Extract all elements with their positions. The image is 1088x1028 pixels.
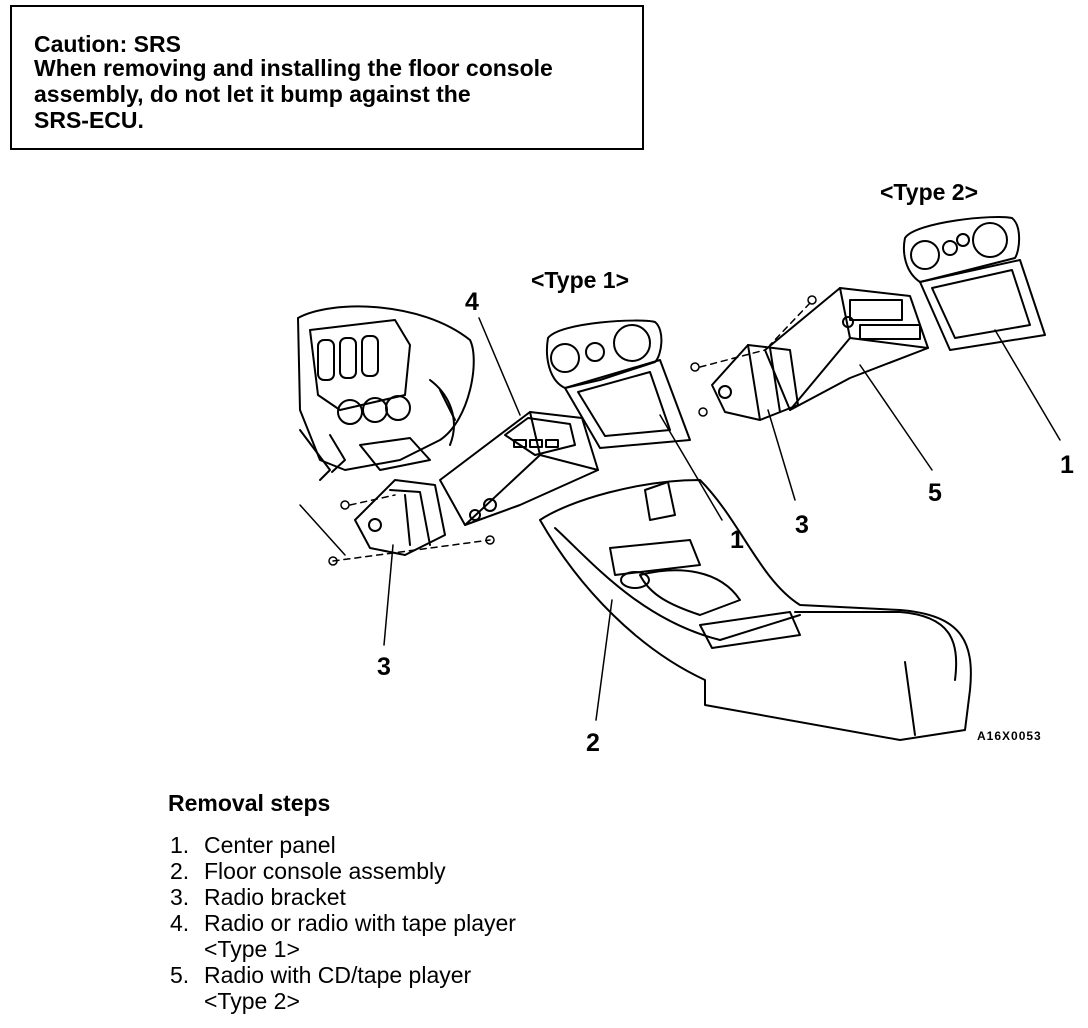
step-text: Floor console assembly <box>204 858 446 884</box>
leader-lines <box>299 317 1061 721</box>
radio-bracket-type1 <box>354 479 446 556</box>
removal-steps-title: Removal steps <box>168 790 331 816</box>
step-text: Radio with CD/tape player <Type 2> <box>204 962 472 1014</box>
list-item: 3. Radio bracket <box>170 884 516 910</box>
dashboard-illustration <box>297 305 475 481</box>
callout-3-type1: 3 <box>377 653 391 681</box>
list-item: 4. Radio or radio with tape player <Type … <box>170 910 516 962</box>
step-number: 1. <box>170 832 190 858</box>
list-item: 2. Floor console assembly <box>170 858 516 884</box>
figure-code: A16X0053 <box>977 729 1042 743</box>
floor-console <box>539 479 972 741</box>
radio-type2 <box>764 287 929 411</box>
caution-title: Caution: SRS <box>34 31 181 57</box>
callout-3-type2: 3 <box>795 511 809 539</box>
type1-label: <Type 1> <box>531 267 630 293</box>
exploded-diagram <box>297 215 1061 741</box>
caution-text: When removing and installing the floor c… <box>34 55 553 133</box>
radio-bracket-type2 <box>711 344 799 421</box>
step-text: Center panel <box>204 832 336 858</box>
list-item: 1. Center panel <box>170 832 516 858</box>
step-number: 4. <box>170 910 190 936</box>
step-number: 2. <box>170 858 190 884</box>
step-text: Radio or radio with tape player <Type 1> <box>204 910 516 962</box>
step-number: 3. <box>170 884 190 910</box>
center-panel-type2 <box>902 215 1046 351</box>
center-panel-type1 <box>546 319 691 449</box>
list-item: 5. Radio with CD/tape player <Type 2> <box>170 962 516 1014</box>
removal-steps-list: 1.Center panel 2.Floor console assembly … <box>170 832 516 1014</box>
callout-5: 5 <box>928 479 942 507</box>
screws <box>328 295 817 566</box>
caution-box: Caution: SRS When removing and installin… <box>10 5 644 150</box>
callout-4: 4 <box>465 288 479 316</box>
step-text: Radio bracket <box>204 884 346 910</box>
radio-type1 <box>439 411 599 526</box>
type2-label: <Type 2> <box>880 179 979 205</box>
callout-1-type2: 1 <box>1060 451 1074 479</box>
callout-2: 2 <box>586 729 600 757</box>
callout-1-type1: 1 <box>730 526 744 554</box>
step-number: 5. <box>170 962 190 988</box>
